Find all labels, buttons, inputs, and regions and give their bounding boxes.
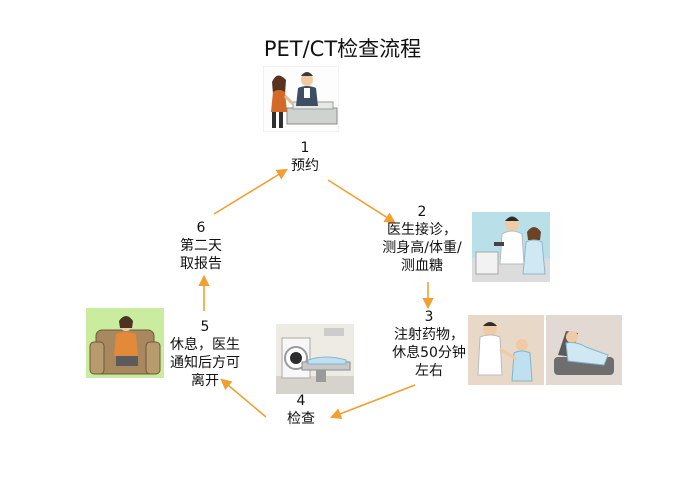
step-4-number: 4 xyxy=(296,393,306,409)
step-5-label: 5 休息，医生 通知后方可 离开 xyxy=(160,318,250,390)
arrow-6-to-1 xyxy=(213,168,288,215)
injection-and-rest-illustration xyxy=(468,315,622,385)
step-1-text-line-1: 预约 xyxy=(291,158,319,174)
arrow-4-to-5 xyxy=(220,378,267,418)
step-5-text-line-3: 离开 xyxy=(191,373,219,389)
step-2-text-line-2: 测身高/体重/ xyxy=(382,240,462,256)
step-1-number: 1 xyxy=(300,140,310,156)
step-2-text-line-1: 医生接诊， xyxy=(387,222,457,238)
step-6-number: 6 xyxy=(196,220,206,236)
reception-desk-illustration xyxy=(263,66,339,132)
step-2-label: 2 医生接诊， 测身高/体重/ 测血糖 xyxy=(372,203,472,275)
step-3-text-line-3: 左右 xyxy=(415,363,443,379)
step-4-label: 4 检查 xyxy=(266,392,336,428)
step-4-text-line-1: 检查 xyxy=(287,411,315,427)
step-6-text-line-2: 取报告 xyxy=(180,256,222,272)
step-1-label: 1 预约 xyxy=(270,139,340,175)
ct-scanner-illustration xyxy=(276,324,354,394)
step-3-text-line-1: 注射药物， xyxy=(394,327,464,343)
step-3-text-line-2: 休息50分钟 xyxy=(392,345,466,361)
step-5-text-line-2: 通知后方可 xyxy=(170,355,240,371)
step-5-text-line-1: 休息，医生 xyxy=(170,337,240,353)
step-6-label: 6 第二天 取报告 xyxy=(166,219,236,273)
arrow-1-to-2 xyxy=(327,179,396,224)
diagram-title: PET/CT检查流程 xyxy=(263,37,422,61)
step-3-number: 3 xyxy=(424,309,434,325)
resting-in-armchair-illustration xyxy=(86,308,164,378)
arrow-3-to-4 xyxy=(329,384,416,420)
step-5-number: 5 xyxy=(200,319,210,335)
step-3-label: 3 注射药物， 休息50分钟 左右 xyxy=(379,308,479,380)
step-2-number: 2 xyxy=(417,204,427,220)
doctor-consultation-illustration xyxy=(472,212,550,282)
step-2-text-line-3: 测血糖 xyxy=(401,258,443,274)
step-6-text-line-1: 第二天 xyxy=(180,238,222,254)
